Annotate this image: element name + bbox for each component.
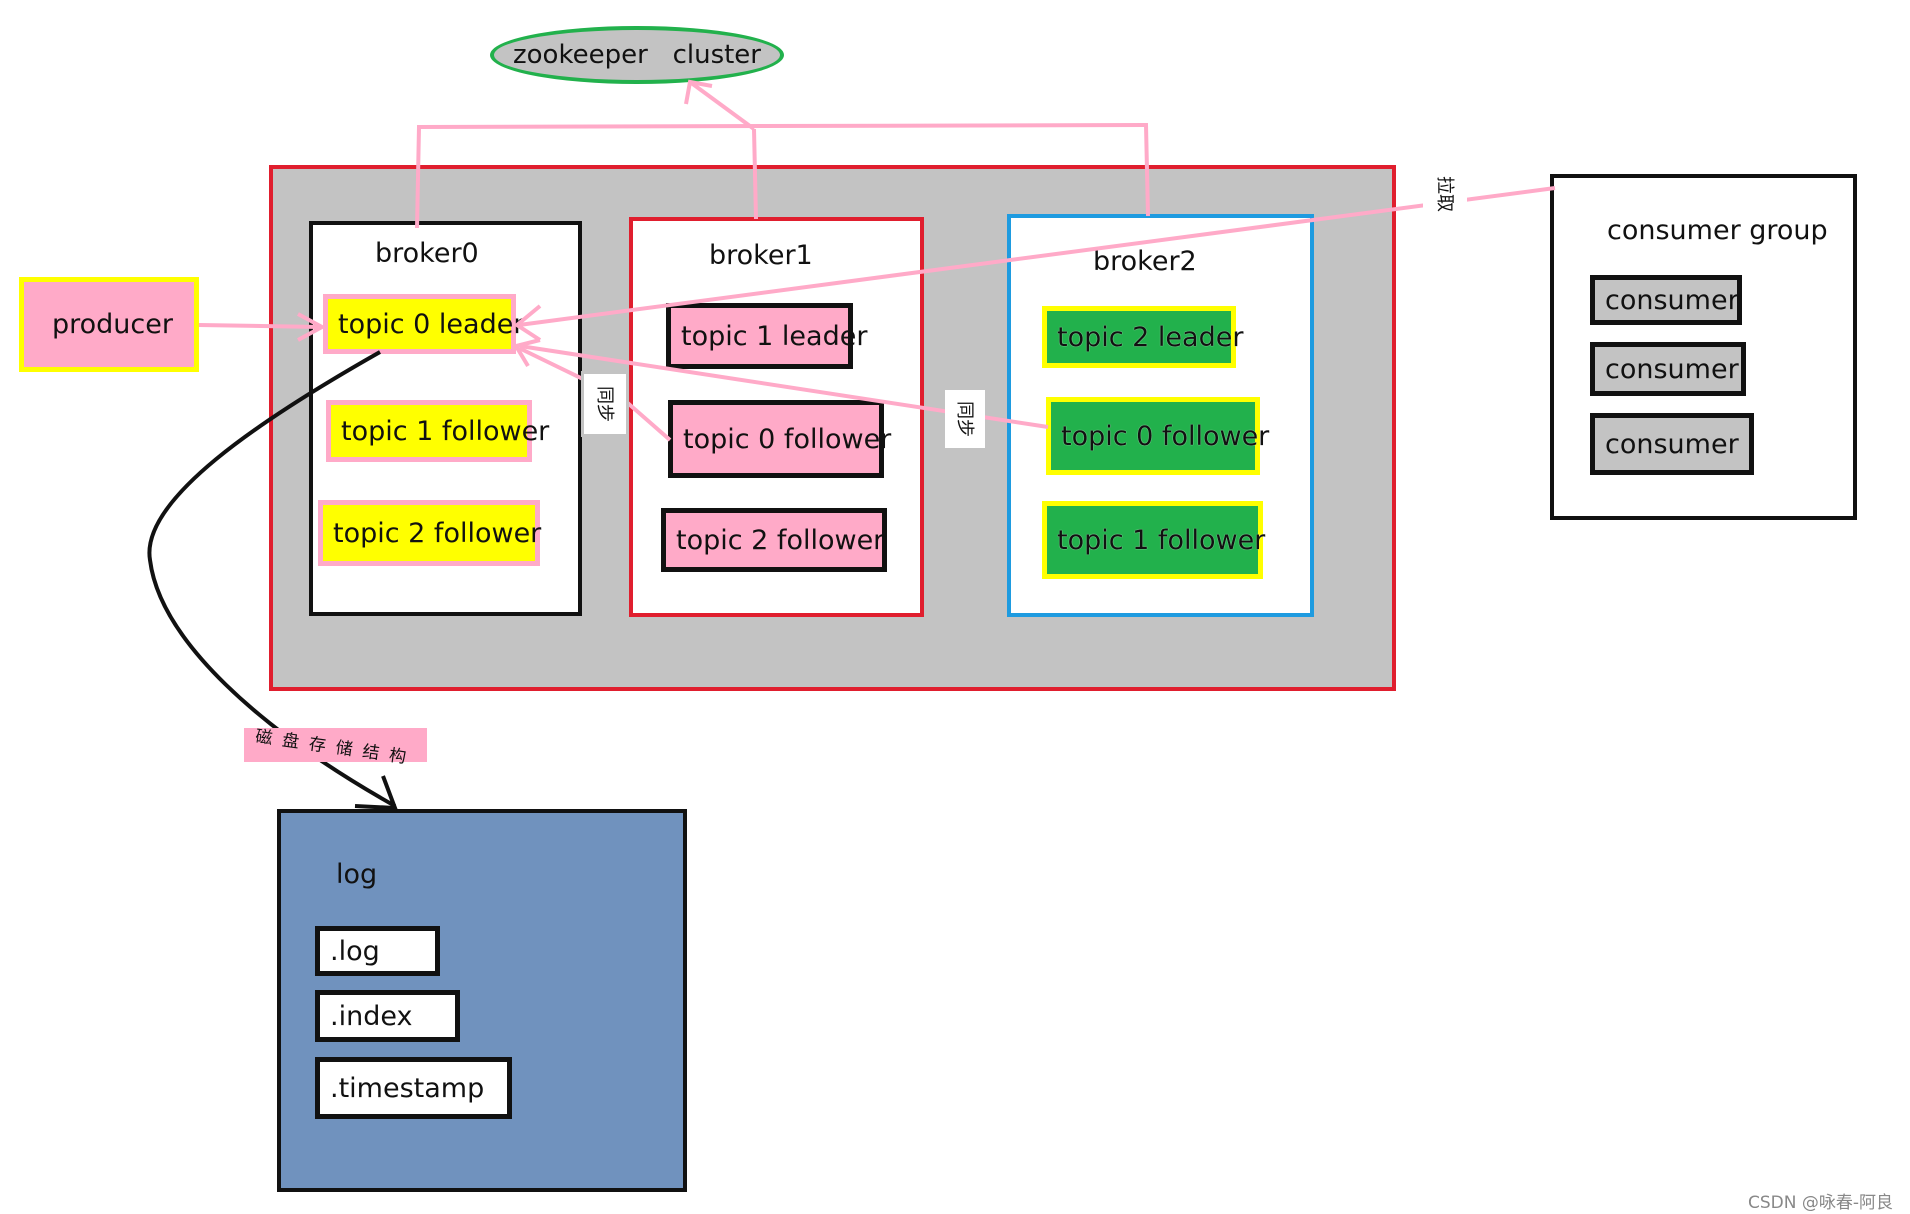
zookeeper-link-lines xyxy=(415,122,1150,229)
sync-tag-2: 同步 xyxy=(945,390,985,448)
sync-arrowhead xyxy=(512,338,541,368)
log-storage xyxy=(277,809,687,1192)
consumer-3: consumer xyxy=(1590,413,1754,475)
producer: producer xyxy=(19,277,199,372)
broker2-topic2-leader: topic 2 leader xyxy=(1042,306,1243,368)
producer-label: producer xyxy=(52,309,173,340)
broker1-topic1-leader: topic 1 leader xyxy=(666,303,867,369)
producer-arrowhead xyxy=(297,312,327,342)
consumer-group-title: consumer group xyxy=(1607,215,1828,246)
broker2-title: broker2 xyxy=(1093,246,1197,277)
zookeeper-link-broker1 xyxy=(752,128,758,220)
sync-tag-2-text: 同步 xyxy=(954,401,976,437)
broker0-topic1-follower: topic 1 follower xyxy=(326,400,549,462)
zookeeper-label: zookeeper cluster xyxy=(513,40,761,70)
log-title: log xyxy=(336,859,378,890)
sync-tag-1: 同步 xyxy=(581,371,629,437)
pull-arrow xyxy=(518,186,1556,327)
watermark: CSDN @咏春-阿良 xyxy=(1748,1193,1894,1213)
sync-tag-1-text: 同步 xyxy=(594,386,616,422)
broker2-topic0-follower: topic 0 follower xyxy=(1046,397,1269,475)
broker1-title: broker1 xyxy=(709,240,813,271)
zookeeper-arrow xyxy=(688,80,756,131)
broker0-topic0-leader: topic 0 leader xyxy=(323,294,524,354)
pull-tag-text: 拉取 xyxy=(1434,176,1456,212)
log-file-index: .index xyxy=(315,990,460,1042)
disk-storage-tag: 磁盘存储结构 xyxy=(244,726,427,769)
disk-storage-tag-text: 磁盘存储结构 xyxy=(253,726,417,769)
broker0-topic2-follower: topic 2 follower xyxy=(318,500,541,566)
producer-arrow xyxy=(198,323,321,329)
zookeeper-arrowhead xyxy=(684,79,713,105)
zookeeper-cluster: zookeeper cluster xyxy=(490,26,784,84)
disk-storage-arrowhead xyxy=(354,775,398,811)
broker2-topic1-follower: topic 1 follower xyxy=(1042,501,1265,579)
consumer-1: consumer xyxy=(1590,275,1742,325)
pull-tag: 拉取 xyxy=(1423,164,1467,224)
pull-arrowhead xyxy=(513,304,542,342)
consumer-2: consumer xyxy=(1590,342,1746,396)
log-file-timestamp: .timestamp xyxy=(315,1057,512,1119)
log-file-log: .log xyxy=(315,926,440,976)
broker1-topic2-follower: topic 2 follower xyxy=(661,508,887,572)
broker0-title: broker0 xyxy=(375,238,479,269)
broker1-topic0-follower: topic 0 follower xyxy=(668,400,891,478)
